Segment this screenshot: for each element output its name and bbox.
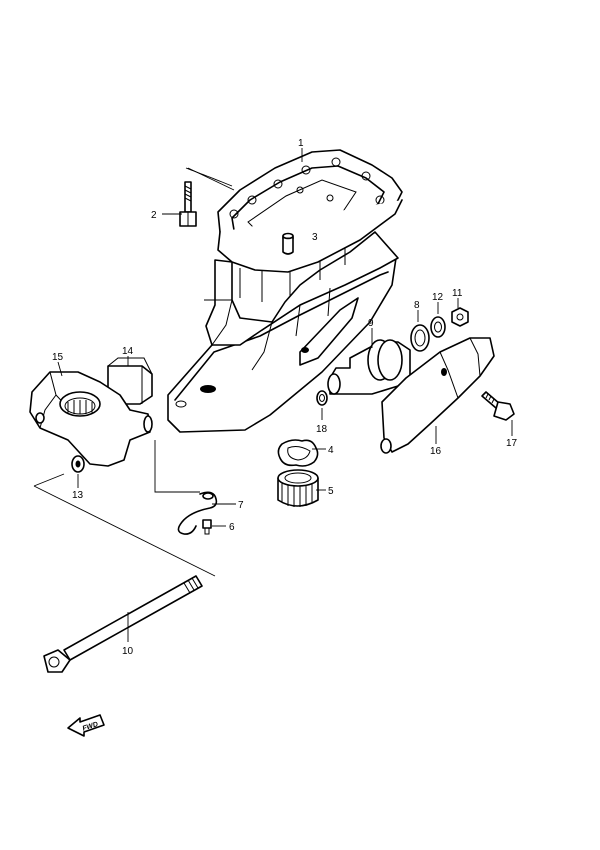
thrust-washer <box>410 324 430 352</box>
callout-15: 15 <box>52 352 64 363</box>
through-bolt <box>43 575 203 673</box>
drive-shaft-housing <box>167 149 403 433</box>
callout-1: 1 <box>298 138 304 149</box>
callout-2: 2 <box>151 210 157 221</box>
spacer-ring <box>277 439 319 467</box>
rubber-mount <box>327 339 411 395</box>
callout-11: 11 <box>452 288 463 299</box>
callout-4: 4 <box>328 445 334 456</box>
callout-3: 3 <box>312 232 318 243</box>
lower-mount-housing <box>29 371 153 467</box>
callout-8: 8 <box>414 300 420 311</box>
wire-clip <box>177 491 218 535</box>
callout-labels: 1 2 3 4 5 6 7 8 9 10 11 12 13 14 15 16 1… <box>52 138 518 657</box>
housing-bolt <box>179 181 197 227</box>
fwd-label: FWD <box>82 721 99 733</box>
leader-lines <box>57 148 513 642</box>
forward-direction-marker: FWD <box>67 714 105 737</box>
assembly-guide-lines <box>33 167 235 577</box>
callout-16: 16 <box>430 446 442 457</box>
cover-bolt <box>481 391 515 421</box>
needle-bearing <box>277 469 319 507</box>
flat-washer <box>430 316 446 338</box>
callout-10: 10 <box>122 646 134 657</box>
callout-6: 6 <box>229 522 235 533</box>
mount-cover <box>380 337 495 454</box>
forward-arrow-icon <box>67 714 105 737</box>
spacer-washer <box>316 390 328 406</box>
callout-7: 7 <box>238 500 244 511</box>
callout-14: 14 <box>122 346 134 357</box>
callout-9: 9 <box>368 318 374 329</box>
hex-nut <box>451 307 469 327</box>
clip-screw <box>202 519 212 535</box>
callout-18: 18 <box>316 424 328 435</box>
seal-washer <box>71 455 85 473</box>
callout-5: 5 <box>328 486 334 497</box>
callout-17: 17 <box>506 438 518 449</box>
callout-12: 12 <box>432 292 444 303</box>
callout-13: 13 <box>72 490 84 501</box>
